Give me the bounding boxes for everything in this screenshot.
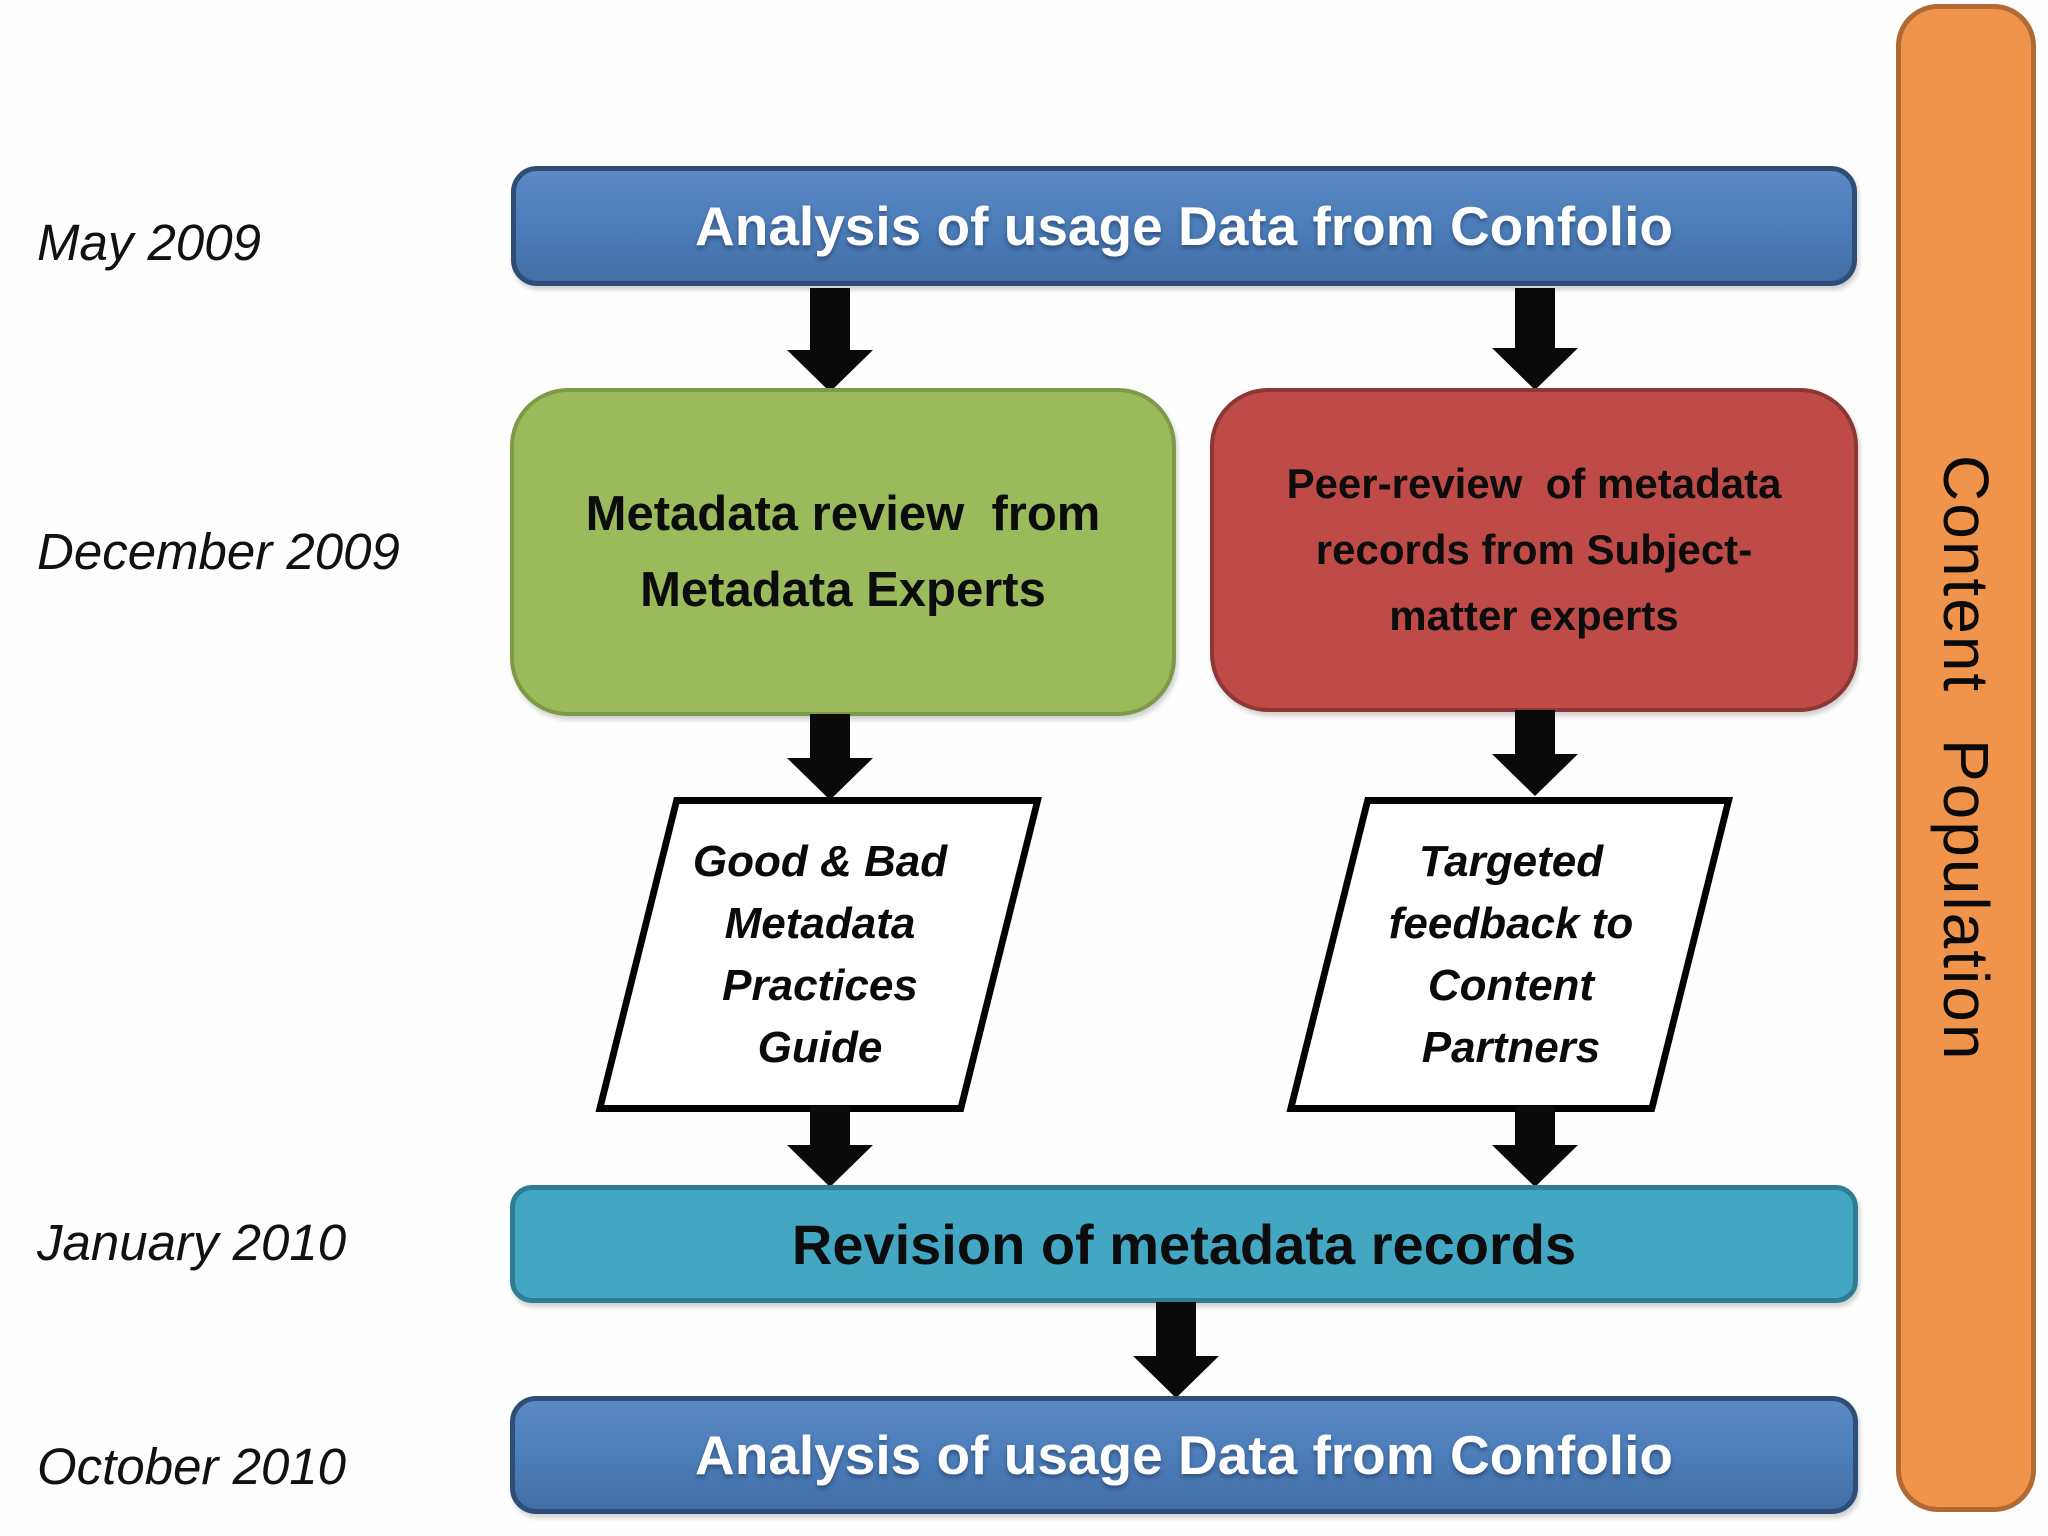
process-box-analysis-bottom: Analysis of usage Data from Confolio [510,1396,1858,1514]
timeline-label-october-2010: October 2010 [37,1438,347,1495]
practices-guide-text: Good & Bad Metadata Practices Guide [636,803,1004,1106]
peer-review-line-1: Peer-review of metadata [1286,460,1782,507]
down-arrow [787,1106,873,1187]
process-box-revision-label: Revision of metadata records [791,1212,1577,1276]
process-box-analysis-top-label: Analysis of usage Data from Confolio [695,195,1673,257]
down-arrow [1133,1302,1219,1398]
metadata-review-line-2: Metadata Experts [640,563,1046,617]
practices-guide-line-4: Guide [757,1022,883,1072]
down-arrow [787,288,873,392]
targeted-feedback-line-3: Content [1427,960,1595,1010]
metadata-review-line-1: Metadata review from [585,487,1101,541]
down-arrow [1492,1106,1578,1187]
targeted-feedback-line-1: Targeted [1418,836,1604,886]
sidebar-content-population: Content Population [1896,4,2036,1512]
process-box-revision: Revision of metadata records [510,1185,1858,1303]
down-arrow [1492,288,1578,390]
process-box-metadata-review: Metadata review from Metadata Experts [510,388,1176,716]
targeted-feedback-line-2: feedback to [1388,898,1634,948]
down-arrow [787,714,873,800]
targeted-feedback-line-4: Partners [1421,1022,1601,1072]
targeted-feedback-text: Targeted feedback to Content Partners [1327,803,1695,1106]
process-box-analysis-top: Analysis of usage Data from Confolio [511,166,1857,286]
down-arrow [1492,710,1578,796]
process-box-peer-review: Peer-review of metadata records from Sub… [1210,388,1858,712]
sidebar-content-population-label: Content Population [1930,454,2002,1062]
timeline-label-december-2009: December 2009 [37,523,400,580]
practices-guide-line-3: Practices [722,960,918,1010]
peer-review-line-3: matter experts [1389,592,1679,639]
practices-guide-line-1: Good & Bad [692,836,948,886]
timeline-label-january-2010: January 2010 [37,1214,347,1271]
peer-review-line-2: records from Subject- [1315,526,1753,573]
timeline-label-may-2009: May 2009 [37,214,261,271]
process-box-analysis-bottom-label: Analysis of usage Data from Confolio [695,1424,1673,1486]
practices-guide-line-2: Metadata [724,898,916,948]
